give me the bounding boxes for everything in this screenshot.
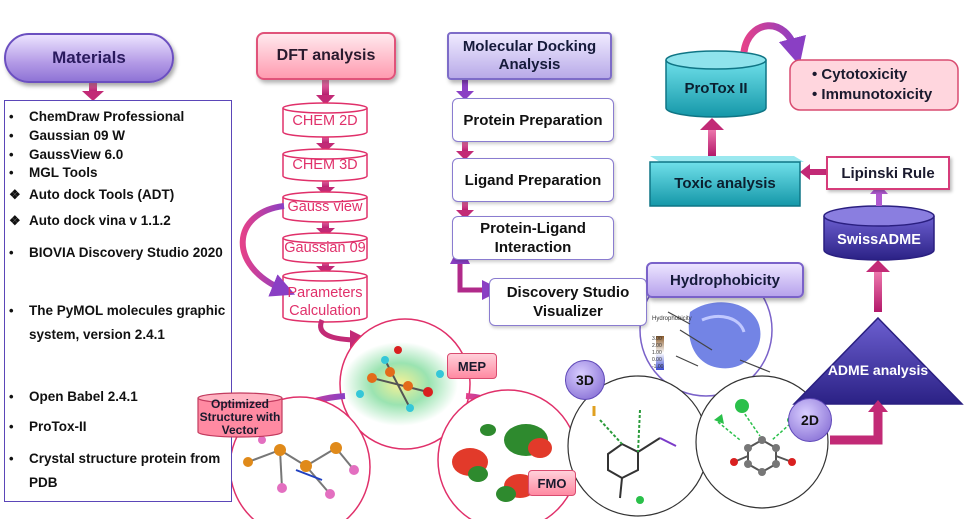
- docking-header: Molecular Docking Analysis: [447, 32, 612, 80]
- toxic-analysis-box: [649, 156, 804, 207]
- adme-triangle: [792, 316, 964, 405]
- adme-analysis-label: ADME analysis: [827, 362, 929, 378]
- mep-molecule: [356, 346, 444, 412]
- optimized-structure-label: Optimized Structure with Vector: [199, 397, 281, 437]
- curve-arrow-protox-to-toxicity: [740, 22, 806, 66]
- optimized-cylinder: [197, 392, 283, 438]
- optimized-molecule: [243, 436, 359, 499]
- dft-step-chem3d: CHEM 3D: [292, 157, 358, 173]
- hydrophobicity-surface: [656, 302, 771, 373]
- list-item: Cytotoxicity: [812, 65, 958, 85]
- curve-arrow-gaussview: [239, 203, 296, 297]
- fmo-label: FMO: [528, 470, 576, 496]
- docking-step-interaction: Protein-Ligand Interaction: [452, 216, 614, 260]
- hydrophobicity-header: Hydrophobicity: [646, 262, 804, 298]
- docking-step-ligand-preparation: Ligand Preparation: [452, 158, 614, 202]
- protox-label: ProTox II: [684, 80, 748, 97]
- molecule-3d: [592, 406, 677, 504]
- elbow-arrow-to-adme: [830, 410, 883, 445]
- swissadme-cylinder: [823, 205, 935, 261]
- list-item: Immunotoxicity: [812, 85, 958, 105]
- label-3d: 3D: [565, 360, 605, 400]
- arrow-materials-down: [82, 83, 104, 101]
- toxicity-list: Cytotoxicity Immunotoxicity: [812, 65, 958, 105]
- docking-step-protein-preparation: Protein Preparation: [452, 98, 614, 142]
- dft-step-parameters: Parameters Calculation: [287, 285, 363, 319]
- swissadme-label: SwissADME: [837, 232, 921, 248]
- dft-step-gaussview: Gauss view: [287, 199, 363, 215]
- protox-cylinder: [665, 50, 767, 118]
- dft-analysis-header: DFT analysis: [256, 32, 396, 80]
- label-2d: 2D: [788, 398, 832, 442]
- hydro-scale-values: 3.00 2.00 1.00 0.00 -1.00: [652, 336, 664, 370]
- materials-list: • ChemDraw Professional • Gaussian 09 W …: [4, 100, 232, 502]
- dft-cylinders: [282, 102, 368, 323]
- docking-arrows: [456, 80, 474, 219]
- hydro-scale-title: Hydrophobicity: [652, 316, 692, 322]
- mep-label: MEP: [447, 353, 497, 379]
- lipinski-rule-box: Lipinski Rule: [826, 156, 950, 190]
- toxic-analysis-label: Toxic analysis: [674, 175, 776, 192]
- materials-header: Materials: [4, 33, 174, 83]
- dft-step-chem2d: CHEM 2D: [292, 113, 358, 129]
- docking-step-discovery-studio: Discovery Studio Visualizer: [489, 278, 647, 326]
- elbow-arrow-discovery: [457, 260, 502, 300]
- curve-arrow-to-mep: [318, 319, 370, 350]
- molecule-2d: [714, 399, 796, 476]
- dft-step-gaussian09: Gaussian 09: [284, 240, 366, 256]
